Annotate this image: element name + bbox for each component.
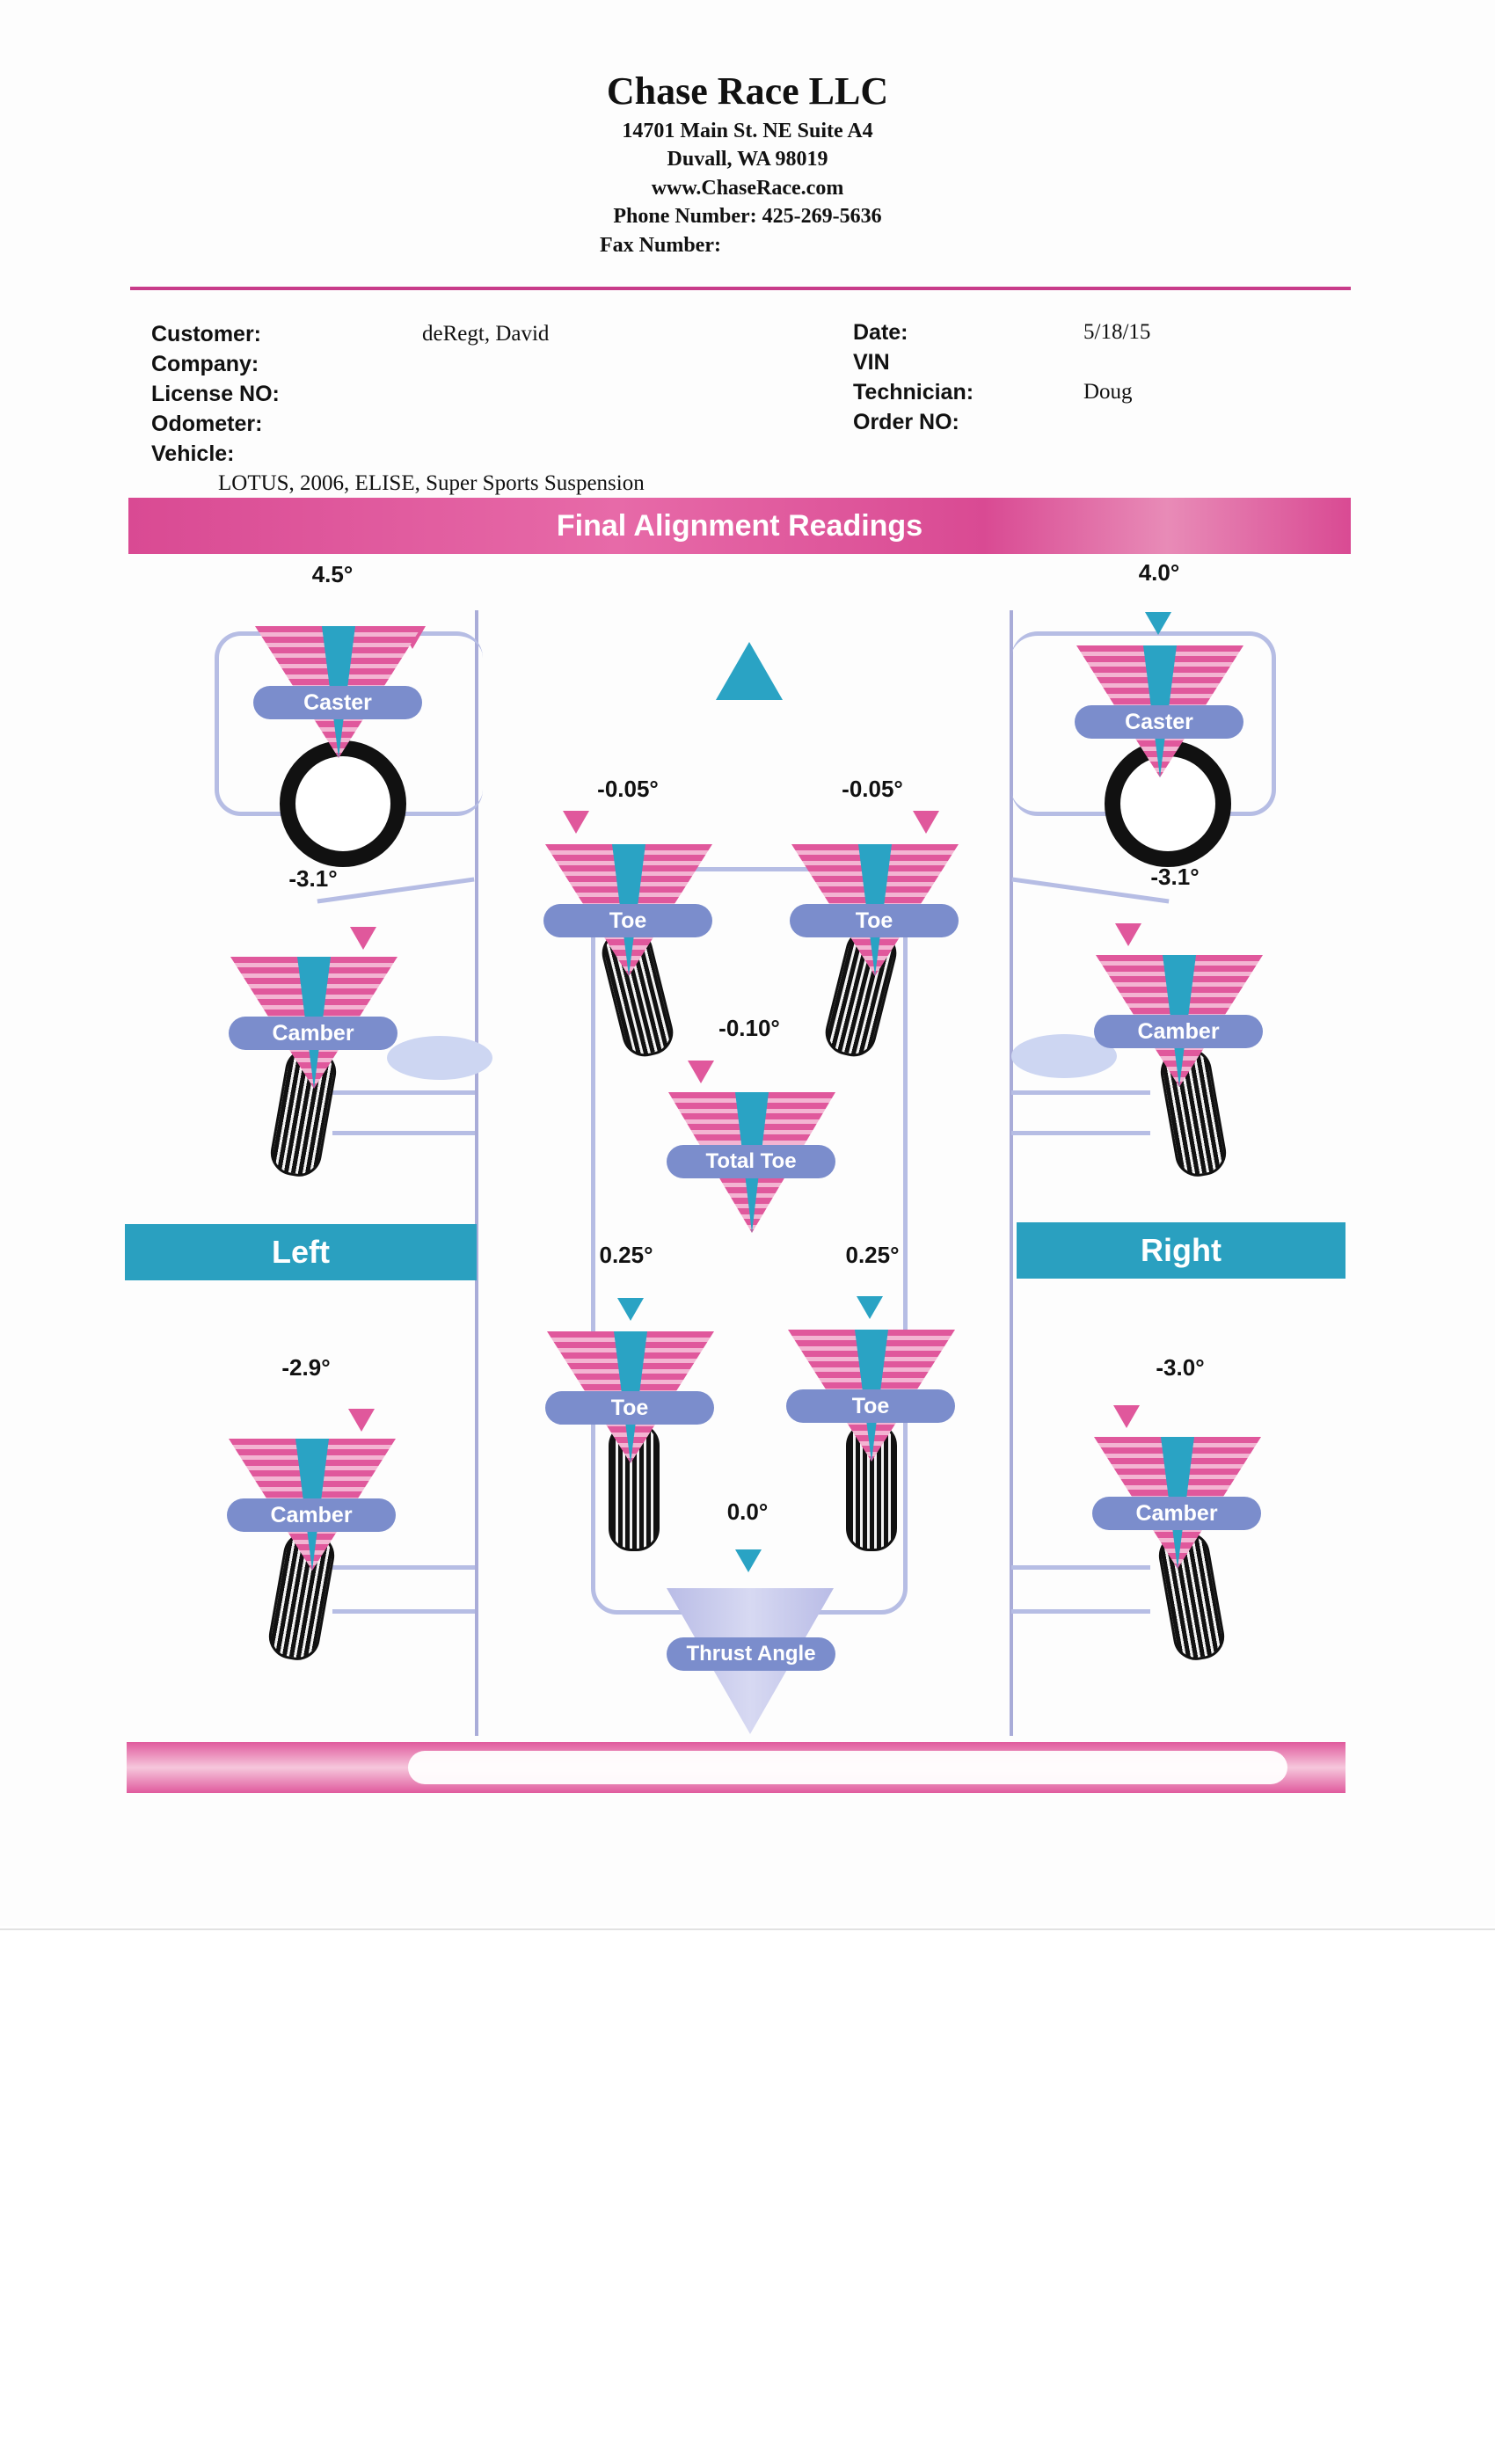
- front-left-camber-gauge: Camber: [229, 957, 397, 1089]
- right-front-link-2: [1011, 1131, 1150, 1135]
- toe-label: Toe: [545, 1391, 714, 1425]
- header-divider: [130, 287, 1351, 290]
- total-toe-label: Total Toe: [667, 1145, 835, 1178]
- technician-value: Doug: [1083, 380, 1133, 404]
- right-side-label: Right: [1017, 1222, 1346, 1279]
- camber-label: Camber: [227, 1498, 396, 1532]
- footer-band-highlight: [408, 1751, 1287, 1784]
- camber-label: Camber: [1092, 1497, 1261, 1530]
- toe-label: Toe: [543, 904, 712, 937]
- front-left-caster-gauge: Caster: [253, 626, 422, 758]
- rear-right-toe-reading: 0.25°: [845, 1242, 900, 1268]
- fax-label: Fax Number:: [600, 234, 721, 257]
- website: www.ChaseRace.com: [651, 177, 844, 200]
- front-right-toe-gauge: Toe: [790, 844, 959, 976]
- front-left-toe-gauge: Toe: [543, 844, 712, 976]
- rear-right-camber-reading: -3.0°: [1156, 1354, 1205, 1381]
- left-side-label: Left: [125, 1224, 477, 1280]
- rear-right-toe-marker-icon: [857, 1296, 883, 1319]
- vin-label: VIN: [853, 350, 890, 375]
- front-left-camber-reading: -3.1°: [288, 865, 338, 892]
- total-toe-gauge: Total Toe: [667, 1092, 835, 1233]
- front-total-toe-reading: -0.10°: [718, 1015, 780, 1041]
- section-title: Final Alignment Readings: [128, 498, 1351, 554]
- thrust-angle-label: Thrust Angle: [667, 1637, 835, 1671]
- left-rear-link-2: [332, 1609, 475, 1614]
- rear-left-toe-marker-icon: [617, 1298, 644, 1321]
- left-front-link-2: [332, 1131, 475, 1135]
- rear-left-camber-marker-icon: [348, 1409, 375, 1432]
- vehicle-label: Vehicle:: [151, 441, 235, 466]
- front-left-toe-reading: -0.05°: [597, 776, 659, 802]
- front-right-camber-reading: -3.1°: [1150, 864, 1200, 890]
- address-line-2: Duvall, WA 98019: [667, 148, 828, 171]
- phone-number: Phone Number: 425-269-5636: [613, 205, 882, 228]
- rear-right-toe-gauge: Toe: [786, 1330, 955, 1462]
- forward-direction-icon: [716, 642, 783, 700]
- company-name: Chase Race LLC: [606, 69, 889, 113]
- left-front-ellipse: [387, 1036, 492, 1080]
- front-right-toe-reading: -0.05°: [842, 776, 903, 802]
- technician-label: Technician:: [853, 380, 974, 405]
- alignment-report-page: Chase Race LLC 14701 Main St. NE Suite A…: [125, 69, 1351, 1793]
- left-divider: [475, 610, 478, 1736]
- toe-label: Toe: [786, 1389, 955, 1423]
- left-front-link-1: [332, 1090, 475, 1095]
- right-divider: [1010, 610, 1013, 1736]
- front-left-camber-marker-icon: [350, 927, 376, 950]
- address-line-1: 14701 Main St. NE Suite A4: [622, 120, 873, 142]
- rear-left-camber-reading: -2.9°: [281, 1354, 331, 1381]
- rear-right-camber-gauge: Camber: [1092, 1437, 1261, 1569]
- right-rear-link-1: [1011, 1565, 1150, 1570]
- front-left-caster-reading: 4.5°: [311, 561, 354, 587]
- front-left-toe-marker-icon: [563, 811, 589, 834]
- thrust-angle-marker-icon: [735, 1549, 762, 1572]
- license-label: License NO:: [151, 382, 280, 406]
- right-front-link-1: [1011, 1090, 1150, 1095]
- left-rear-link-1: [332, 1565, 475, 1570]
- customer-label: Customer:: [151, 322, 262, 346]
- front-right-toe-marker-icon: [913, 811, 939, 834]
- odometer-label: Odometer:: [151, 412, 263, 436]
- rear-left-toe-reading: 0.25°: [599, 1242, 653, 1268]
- blank-scan-area: [0, 1928, 1495, 2464]
- thrust-angle-reading: 0.0°: [726, 1498, 769, 1525]
- camber-label: Camber: [229, 1017, 397, 1050]
- order-label: Order NO:: [853, 410, 959, 434]
- caster-label: Caster: [1075, 705, 1243, 739]
- footer-band: [127, 1742, 1346, 1793]
- front-right-caster-reading: 4.0°: [1138, 559, 1180, 586]
- toe-label: Toe: [790, 904, 959, 937]
- customer-value: deRegt, David: [422, 322, 550, 346]
- camber-label: Camber: [1094, 1015, 1263, 1048]
- front-right-caster-marker-icon: [1145, 612, 1171, 635]
- date-label: Date:: [853, 320, 908, 345]
- front-right-camber-marker-icon: [1115, 923, 1141, 946]
- rear-left-toe-gauge: Toe: [545, 1331, 714, 1463]
- total-toe-marker-icon: [688, 1061, 714, 1083]
- front-right-camber-gauge: Camber: [1094, 955, 1263, 1087]
- vehicle-value: LOTUS, 2006, ELISE, Super Sports Suspens…: [218, 471, 645, 495]
- front-right-caster-gauge: Caster: [1075, 645, 1243, 777]
- rear-left-camber-gauge: Camber: [227, 1439, 396, 1571]
- date-value: 5/18/15: [1083, 320, 1151, 344]
- caster-label: Caster: [253, 686, 422, 719]
- company-label: Company:: [151, 352, 259, 376]
- rear-right-camber-marker-icon: [1113, 1405, 1140, 1428]
- right-rear-link-2: [1011, 1609, 1150, 1614]
- front-left-wheel-icon: [280, 740, 406, 867]
